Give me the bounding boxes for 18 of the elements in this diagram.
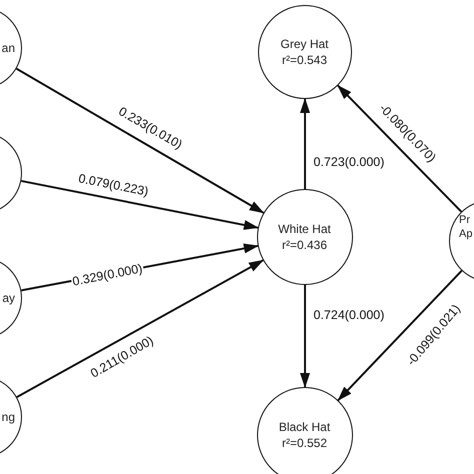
arrow xyxy=(21,180,259,230)
arrow xyxy=(337,270,462,401)
node-label: Pr Ap xyxy=(459,213,474,241)
arrow xyxy=(337,84,462,212)
arrow xyxy=(300,98,310,189)
edge-label: 0.724(0.000) xyxy=(312,308,386,322)
r-squared-value: r²=0.552 xyxy=(282,435,328,451)
r-squared-value: r²=0.543 xyxy=(282,52,328,68)
arrow xyxy=(16,68,264,214)
arrow xyxy=(16,259,264,398)
node-label: Black Hat xyxy=(278,419,330,435)
node-label: an xyxy=(2,40,15,56)
node-label: Grey Hat xyxy=(280,36,328,52)
arrow xyxy=(300,285,310,388)
node-label: ng xyxy=(2,409,15,425)
node-label: ay xyxy=(2,290,15,306)
node-label: White Hat xyxy=(278,221,331,237)
r-squared-value: r²=0.436 xyxy=(282,237,328,253)
